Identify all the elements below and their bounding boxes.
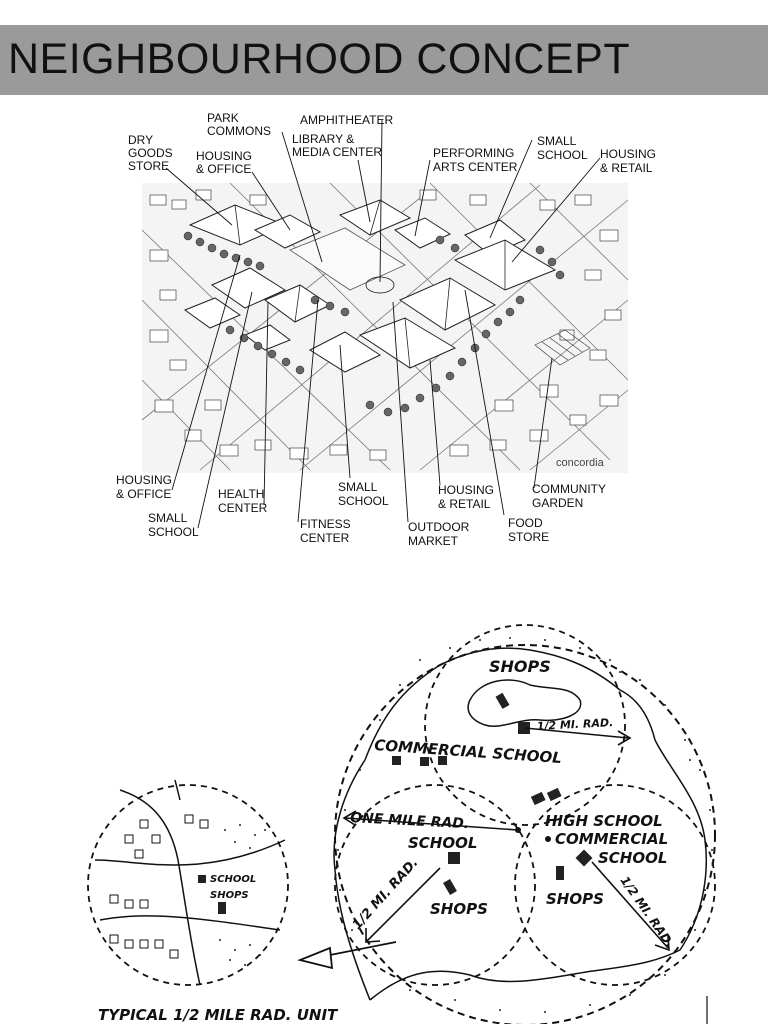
label-food-store: FOOD STORE — [508, 516, 549, 544]
half-mile-circle-top — [424, 624, 626, 826]
center-point — [515, 827, 521, 833]
text-shops-left: SHOPS — [430, 900, 488, 918]
label-health-center: HEALTH CENTER — [218, 487, 268, 515]
greenbelt-stipple — [337, 637, 713, 1013]
unit-shops-block — [218, 902, 226, 914]
text-shops-top: SHOPS — [489, 657, 551, 676]
label-small-school-top: SMALL SCHOOL — [537, 134, 588, 162]
commercial-school-block-3 — [438, 756, 447, 765]
half-mile-circle-left — [334, 784, 536, 986]
label-housing-retail-top: HOUSING & RETAIL — [600, 147, 659, 175]
text-shops-right: SHOPS — [546, 890, 604, 908]
trees — [183, 231, 565, 417]
text-unit-shops: SHOPS — [210, 890, 249, 901]
text-school-right: SCHOOL — [598, 849, 667, 867]
typical-unit: SCHOOL SHOPS — [87, 779, 289, 986]
concordia-watermark: concordia — [556, 457, 605, 469]
unit-streets — [94, 779, 286, 986]
label-small-school-left: SMALL SCHOOL — [148, 511, 199, 539]
label-dry-goods-store: DRY GOODS STORE — [128, 133, 176, 173]
unit-stipple — [219, 824, 266, 966]
label-performing-arts: PERFORMING ARTS CENTER — [433, 146, 518, 174]
shops-building-top — [495, 692, 510, 709]
text-commercial-school: COMMERCIAL SCHOOL — [374, 736, 563, 767]
text-high-school: HIGH SCHOOL — [545, 812, 663, 830]
title-bar: NEIGHBOURHOOD CONCEPT — [0, 25, 768, 95]
label-small-school-mid: SMALL SCHOOL — [338, 480, 389, 508]
shops-block-right — [556, 866, 564, 880]
one-mile-boundary-circle — [334, 644, 716, 1024]
unit-houses — [109, 814, 209, 959]
label-library-media: LIBRARY & MEDIA CENTER — [292, 132, 382, 159]
unit-circle — [87, 784, 289, 986]
commercial-school-block-1 — [392, 756, 401, 765]
label-housing-retail-bottom: HOUSING & RETAIL — [438, 483, 497, 511]
commercial-school-block-2 — [420, 757, 429, 766]
shops-block-top — [518, 722, 530, 734]
background-houses — [149, 189, 622, 461]
label-fitness-center: FITNESS CENTER — [300, 517, 354, 545]
half-mile-circle-right — [514, 784, 716, 986]
unit-school-block — [198, 875, 206, 883]
label-park-commons: PARK COMMONS — [207, 111, 271, 138]
text-one-mile-rad: ONE MILE RAD. — [350, 810, 470, 832]
mid-building-1 — [530, 791, 546, 806]
high-school-point — [545, 836, 551, 842]
page-title: NEIGHBOURHOOD CONCEPT — [8, 35, 631, 83]
label-amphitheater: AMPHITHEATER — [300, 113, 393, 127]
text-school-mid: SCHOOL — [408, 834, 477, 852]
unit-pointer-arrow — [297, 941, 397, 970]
label-outdoor-market: OUTDOOR MARKET — [408, 520, 473, 548]
greenbelt-edges — [333, 647, 708, 1001]
aerial-illustration: concordia DRY GOODS STO — [116, 111, 659, 548]
aerial-labels: DRY GOODS STORE PARK COMMONS HOUSING & O… — [116, 111, 659, 548]
label-housing-office-top: HOUSING & OFFICE — [196, 149, 255, 176]
mid-building-2 — [546, 787, 562, 802]
shops-block-left — [443, 878, 457, 896]
text-half-mile-right: 1/2 MI. RAD. — [618, 874, 677, 950]
neighbourhood-diagram: SHOPS 1/2 MI. RAD. COMMERCIAL SCHOOL ONE… — [87, 624, 716, 1024]
roof-ridges — [234, 199, 506, 369]
text-commercial: COMMERCIAL — [555, 830, 668, 848]
school-block-right — [575, 849, 593, 867]
park-commons-plaza — [289, 227, 406, 291]
text-half-mile-top: 1/2 MI. RAD. — [536, 716, 613, 733]
shops-area-top — [467, 679, 582, 727]
label-community-garden: COMMUNITY GARDEN — [532, 482, 609, 510]
school-block-mid — [448, 852, 460, 864]
leader-lines — [165, 119, 601, 529]
radius-arrows — [342, 727, 670, 952]
text-typical-unit-caption: TYPICAL 1/2 MILE RAD. UNIT — [98, 1006, 339, 1024]
text-half-mile-left: 1/2 MI. RAD. — [350, 855, 422, 932]
text-unit-school: SCHOOL — [210, 874, 256, 885]
label-housing-office-bottom: HOUSING & OFFICE — [116, 473, 175, 501]
